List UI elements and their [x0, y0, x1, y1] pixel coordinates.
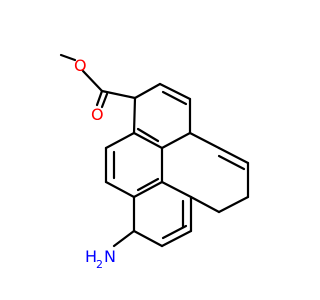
molecule-structure-diagram: O O H 2 N [59, 53, 250, 271]
bond [133, 82, 162, 100]
carbonyl-c-bond [100, 89, 137, 100]
bond [132, 131, 164, 150]
bond [217, 195, 250, 214]
bond [160, 229, 193, 248]
ester-oxygen-label: O [74, 56, 87, 75]
amine-nitrogen-label: N [104, 247, 116, 266]
bond-inner [136, 127, 160, 143]
bond [217, 146, 250, 165]
bond-inner [161, 224, 188, 240]
ester-group [59, 53, 137, 109]
bond [132, 229, 164, 248]
bond [160, 180, 193, 199]
bond [158, 82, 192, 101]
ester-o-bond [81, 69, 104, 93]
bond [104, 180, 136, 199]
carbonyl-double-bond-b [100, 92, 109, 109]
bond-inner [217, 154, 246, 171]
bond [189, 195, 221, 214]
pyrene-core [104, 82, 250, 248]
bond [104, 131, 136, 150]
bond-inner [136, 177, 160, 192]
bond [132, 96, 137, 135]
amine-hydrogen-count: 2 [96, 258, 103, 271]
bond [188, 131, 221, 150]
amine-hydrogen-label: H [85, 247, 97, 266]
bond-inner [161, 90, 188, 106]
bond [132, 180, 164, 199]
carbonyl-oxygen-label: O [91, 105, 104, 124]
methyl-bond [59, 53, 77, 62]
bond [160, 131, 192, 150]
carbonyl-double-bond-a [95, 89, 104, 107]
amine-bond [112, 229, 136, 248]
